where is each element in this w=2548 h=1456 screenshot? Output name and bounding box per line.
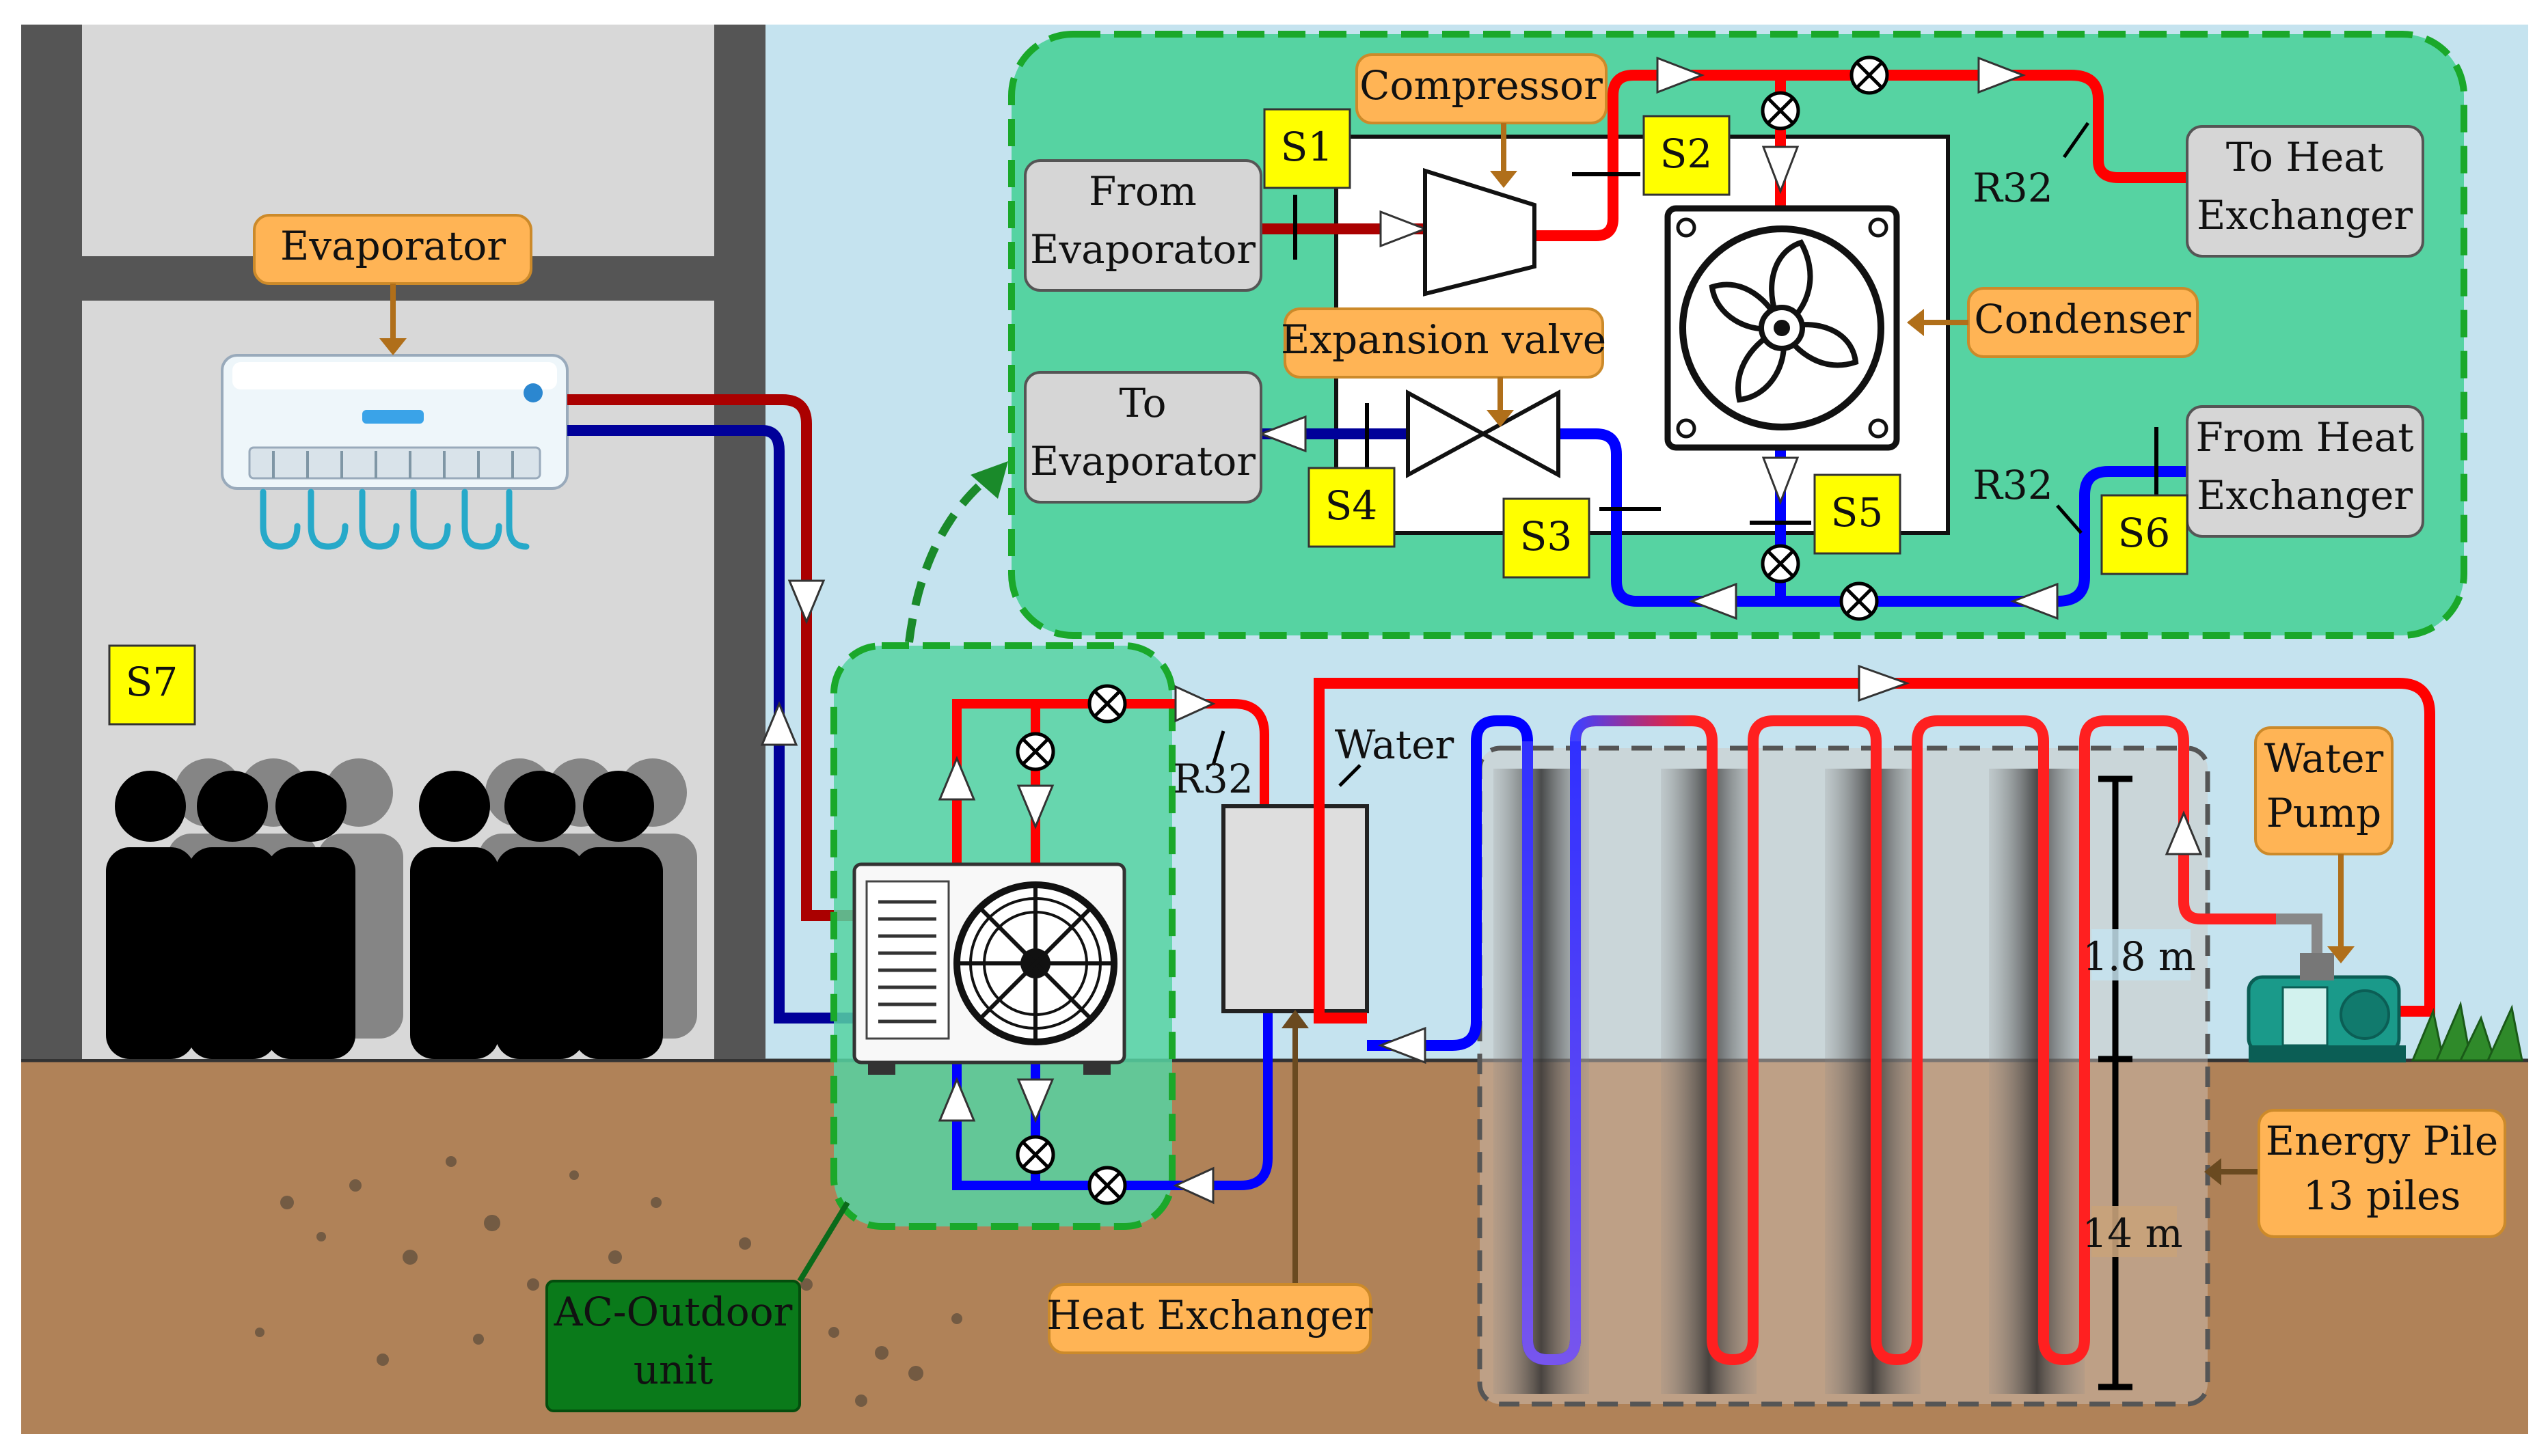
cycle-valve-icons <box>1761 55 1889 621</box>
sensor-s7-box <box>108 644 196 726</box>
building-wall-left <box>21 24 82 1059</box>
energy-pile-label-box <box>2258 1109 2506 1238</box>
building-wall-right <box>714 24 765 1059</box>
water-pump-label-box <box>2254 726 2394 855</box>
cycle-arrows <box>1258 56 2059 620</box>
water-arrows <box>1377 664 2203 1064</box>
to-heat-exchanger-line1: To Heat <box>2226 134 2383 180</box>
water-pump-label-line1: Water <box>2264 735 2384 782</box>
indoor-ac-unit-icon <box>221 354 569 550</box>
evaporator-label: Evaporator <box>280 223 506 269</box>
zoom-arrow-head <box>971 461 1008 499</box>
water-pump-pointer-head <box>2327 946 2355 963</box>
sensor-s5: S5 <box>1831 489 1884 536</box>
condenser-label: Condenser <box>1974 296 2191 342</box>
water-leader <box>1338 764 1361 787</box>
water-return-pipe <box>1314 678 2435 1024</box>
length-upper-bg <box>2091 929 2191 980</box>
energy-pile-label-line1: Energy Pile <box>2266 1118 2499 1164</box>
heat-exchanger-pointer-head <box>1282 1010 1309 1028</box>
compressor-pointer-head <box>1490 171 1517 188</box>
figure-frame <box>20 23 2530 1436</box>
outdoor-arrows <box>938 685 1216 1205</box>
compressor-label-box <box>1355 53 1608 124</box>
r32-bottom-label: R32 <box>1973 462 2052 508</box>
sensor-s1: S1 <box>1281 124 1333 170</box>
compressor-icon <box>1423 167 1536 297</box>
to-evaporator-line1: To <box>1119 380 1166 426</box>
water-pump-icon <box>2247 914 2406 1062</box>
ac-outdoor-label-line1: AC-Outdoor <box>554 1289 793 1335</box>
expansion-valve-icon <box>1406 389 1560 479</box>
ac-outdoor-label-box <box>545 1280 801 1412</box>
ac-outdoor-pointer <box>797 1200 850 1283</box>
energy-pile-pointer-head <box>2204 1158 2221 1185</box>
indoor-cold-pipe <box>567 425 854 1024</box>
sensor-s1-box <box>1263 108 1351 189</box>
indoor-hot-pipe <box>567 394 854 921</box>
sensor-s2: S2 <box>1660 131 1713 177</box>
discharge-line <box>1534 70 2187 241</box>
r32-outdoor-leader <box>1211 730 1225 766</box>
condenser-pointer-head <box>1907 309 1924 336</box>
r32-bottom-leader <box>2056 504 2083 534</box>
water-pump-label-line2: Pump <box>2266 790 2382 836</box>
expansion-valve-label: Expansion valve <box>1281 316 1606 363</box>
sensor-s7: S7 <box>126 659 178 705</box>
to-heat-exchanger-line2: Exchanger <box>2197 192 2413 238</box>
sensor-s2-box <box>1642 115 1731 196</box>
dimension-markers <box>2098 775 2132 1390</box>
flow-arrow <box>787 579 826 624</box>
pile-loop-main <box>1570 715 2276 1366</box>
sensor-s6: S6 <box>2118 510 2171 556</box>
to-heat-exchanger-box <box>2186 125 2424 258</box>
valve-icons <box>1016 684 1127 1205</box>
water-label: Water <box>1335 722 1454 768</box>
heat-exchanger-label-box <box>1048 1283 1372 1354</box>
sensor-ticks <box>1293 172 2158 525</box>
from-evaporator-line2: Evaporator <box>1030 226 1256 273</box>
condenser-fan-icon <box>1664 205 1900 451</box>
compressor-label: Compressor <box>1359 62 1603 109</box>
to-evaporator-box <box>1024 371 1262 504</box>
pile-transition <box>1570 715 1692 742</box>
length-lower-bg <box>2091 1206 2177 1257</box>
energy-pile-label-line2: 13 piles <box>2303 1172 2461 1219</box>
length-lower-label: 14 m <box>2082 1210 2182 1256</box>
expansion-valve-pointer-head <box>1487 410 1514 427</box>
heat-exchanger-label: Heat Exchanger <box>1046 1292 1373 1338</box>
r32-top-leader <box>2062 122 2090 159</box>
r32-outdoor-label: R32 <box>1173 756 1253 802</box>
from-evaporator-box <box>1024 159 1262 292</box>
length-upper-label: 1.8 m <box>2083 933 2196 980</box>
sensor-s3-box <box>1502 497 1590 579</box>
zoom-arrow <box>905 475 990 643</box>
sensor-s3: S3 <box>1520 513 1573 560</box>
outdoor-ac-unit-icon <box>852 862 1126 1075</box>
expansion-valve-label-box <box>1284 307 1604 379</box>
r32-top-label: R32 <box>1973 165 2052 211</box>
occupants-icon <box>106 758 697 1059</box>
pile-loop-first <box>1522 741 1581 1365</box>
from-heat-exchanger-box <box>2186 405 2424 538</box>
flow-arrow <box>760 701 798 746</box>
to-evaporator-line2: Evaporator <box>1030 438 1256 484</box>
from-evaporator-line1: From <box>1089 168 1197 215</box>
from-heat-exchanger-line1: From Heat <box>2195 414 2413 461</box>
heat-exchanger-icon <box>1221 804 1369 1013</box>
sensor-s6-box <box>2100 494 2188 575</box>
sensor-s4: S4 <box>1325 482 1378 529</box>
sensor-s5-box <box>1813 473 1901 555</box>
evaporator-pointer-head <box>379 338 407 355</box>
grass-icon <box>2411 1000 2523 1062</box>
ac-outdoor-label-line2: unit <box>634 1347 714 1393</box>
sensor-s4-box <box>1307 467 1396 548</box>
from-heat-exchanger-line2: Exchanger <box>2197 472 2413 519</box>
